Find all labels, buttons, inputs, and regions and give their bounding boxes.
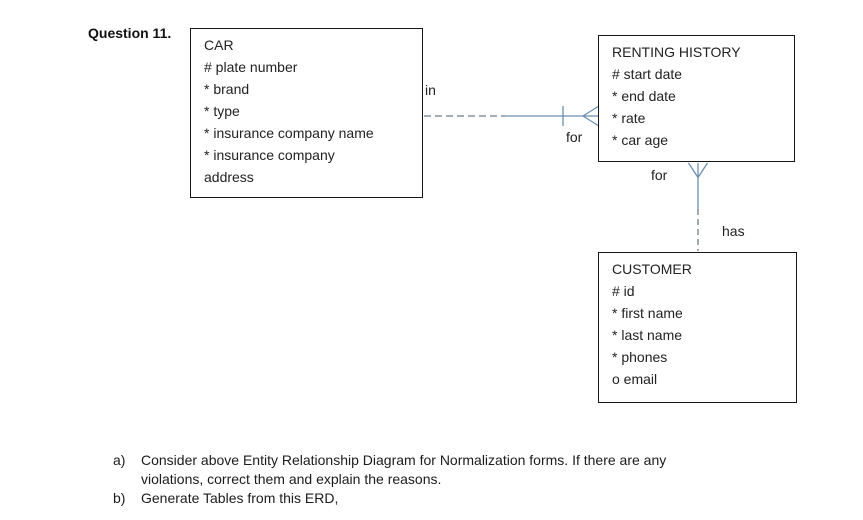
entity-attribute-row: address	[204, 169, 254, 185]
crow-foot-icon	[687, 162, 709, 178]
entity-attribute-row: * insurance company name	[204, 125, 374, 141]
entity-attribute-row: * insurance company	[204, 147, 335, 163]
entity-attribute-row: * car age	[612, 132, 669, 148]
entity-box-car: CAR # plate number * brand * type * insu…	[190, 28, 423, 198]
entity-attribute-row: * type	[204, 103, 240, 119]
instruction-a-marker: a)	[113, 452, 126, 468]
entity-title: CAR	[204, 37, 234, 53]
entity-title: CUSTOMER	[612, 261, 692, 277]
entity-title: RENTING HISTORY	[612, 44, 741, 60]
crow-foot-icon	[582, 105, 599, 127]
entity-attribute-row: * rate	[612, 110, 646, 126]
instruction-b-line1: Generate Tables from this ERD,	[141, 490, 339, 506]
instruction-a-line2: violations, correct them and explain the…	[141, 471, 442, 487]
entity-attribute-row: * phones	[612, 349, 668, 365]
relationship-label-for-horizontal: for	[566, 129, 583, 145]
entity-attribute-row: o email	[612, 371, 658, 387]
relationship-label-in: in	[425, 82, 436, 98]
instruction-a-line1: Consider above Entity Relationship Diagr…	[141, 452, 667, 468]
relationship-label-for-vertical: for	[651, 167, 668, 183]
entity-attribute-row: # start date	[612, 66, 683, 82]
entity-box-customer: CUSTOMER # id * first name * last name *…	[598, 252, 797, 403]
entity-attribute-row: # id	[612, 283, 635, 299]
entity-attribute-row: * last name	[612, 327, 683, 343]
entity-attribute-row: * end date	[612, 88, 676, 104]
entity-box-renting-history: RENTING HISTORY # start date * end date …	[598, 35, 795, 162]
relationship-label-has: has	[722, 223, 745, 239]
entity-attribute-row: # plate number	[204, 59, 298, 75]
entity-attribute-row: * brand	[204, 81, 250, 97]
entity-attribute-row: * first name	[612, 305, 683, 321]
question-number-label: Question 11.	[88, 25, 172, 41]
instruction-b-marker: b)	[113, 490, 126, 506]
